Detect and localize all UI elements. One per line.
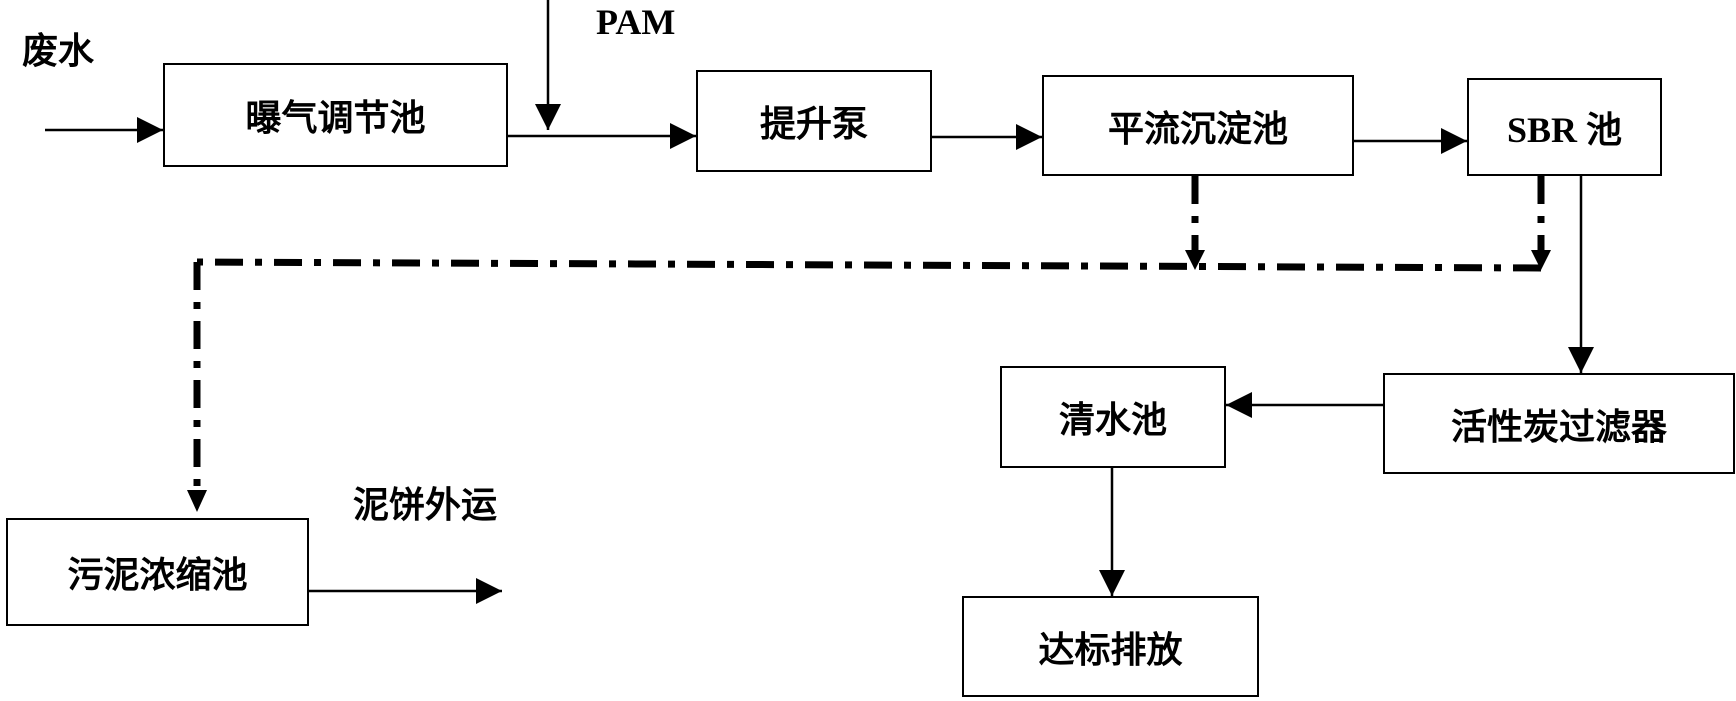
discharge-box: 达标排放 — [962, 596, 1259, 697]
carbon-filter-box: 活性炭过滤器 — [1383, 373, 1735, 474]
reagent-label: PAM — [596, 2, 676, 42]
clear-water-tank-box: 清水池 — [1000, 366, 1226, 468]
sludge-arrowhead-thickener — [187, 490, 207, 512]
sludge-thickener-box: 污泥浓缩池 — [6, 518, 309, 626]
sludge-output-label: 泥饼外运 — [353, 485, 498, 526]
sludge-arrowhead-sbr — [1531, 250, 1551, 270]
sbr-tank-box: SBR 池 — [1467, 78, 1662, 176]
input-label: 废水 — [22, 31, 95, 72]
sedimentation-tank-box: 平流沉淀池 — [1042, 75, 1354, 176]
sludge-arrowhead-sedimentation — [1185, 250, 1205, 270]
sbr-tank-label: SBR 池 — [1506, 110, 1623, 150]
lift-pump-box: 提升泵 — [696, 70, 932, 172]
sludge-line-horizontal — [196, 258, 1542, 272]
aeration-tank-box: 曝气调节池 — [163, 63, 508, 167]
